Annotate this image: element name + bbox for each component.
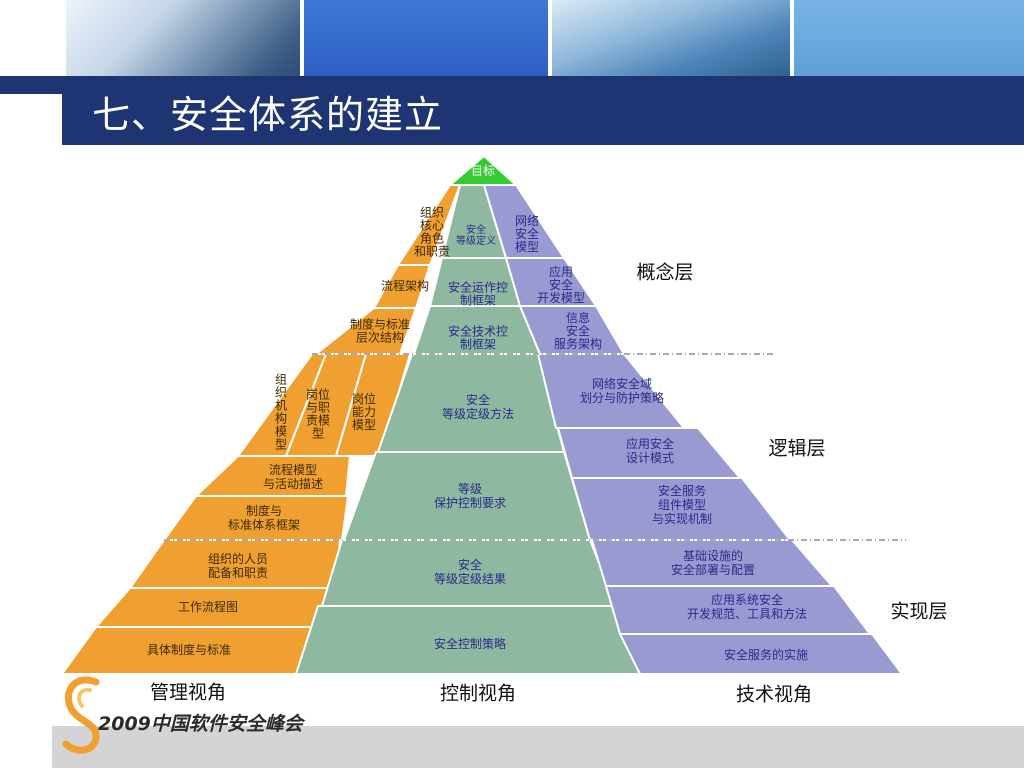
grading-method-label: 安全等级定级方法 [442, 392, 514, 421]
grading-result-label: 安全等级定级结果 [434, 557, 506, 586]
app-dev-standard-label: 应用系统安全开发规范、工具和方法 [687, 592, 807, 621]
header-banner [0, 0, 1024, 76]
service-impl-label: 安全服务的实施 [724, 647, 808, 662]
control-policy-label: 安全控制策略 [434, 636, 506, 651]
job-capability-model-label: 岗位能力模型 [352, 391, 376, 432]
layer-logic-label: 逻辑层 [768, 438, 825, 460]
policy-framework-label: 制度与标准体系框架 [228, 503, 300, 532]
footer-logo-text: 2009中国软件安全峰会 [98, 713, 303, 735]
staffing-label: 组织的人员配备和职责 [208, 551, 268, 580]
info-service-arch-label: 信息安全服务架构 [554, 310, 602, 351]
protection-req-label: 等级保护控制要求 [434, 482, 506, 510]
service-component-label: 安全服务组件模型与实现机制 [652, 483, 712, 526]
view-control-label: 控制视角 [440, 683, 516, 705]
page-title: 七、安全体系的建立 [92, 93, 444, 137]
network-security-model-label: 网络安全模型 [515, 213, 539, 254]
view-technical-label: 技术视角 [736, 684, 812, 706]
specific-policy-label: 具体制度与标准 [147, 642, 231, 657]
title-bar-accent [0, 76, 62, 94]
summit-goal-label: 目标 [471, 164, 495, 178]
banner-image-2 [66, 0, 300, 76]
level-definition-label: 安全等级定义 [456, 223, 496, 247]
view-management-label: 管理视角 [150, 682, 226, 704]
infra-deploy-label: 基础设施的安全部署与配置 [671, 548, 755, 577]
banner-image-3 [304, 0, 548, 76]
banner-image-4 [552, 0, 790, 76]
tech-segment-service-impl [618, 633, 904, 675]
policy-hierarchy-label: 制度与标准层次结构 [350, 317, 410, 345]
layer-impl-label: 实现层 [890, 601, 947, 623]
ops-framework-label: 安全运作控制框架 [448, 280, 508, 308]
process-model-label: 流程模型与活动描述 [263, 462, 323, 491]
tech-framework-label: 安全技术控制框架 [448, 324, 508, 352]
org-core-roles-label: 组织核心角色和职责 [414, 206, 450, 259]
job-duty-model-label: 岗位与职责模型 [306, 387, 330, 441]
workflow-label: 工作流程图 [178, 599, 238, 614]
logo-swirl-icon [62, 676, 100, 754]
banner-image-5 [794, 0, 1024, 76]
app-security-dev-model-label: 应用安全开发模型 [537, 264, 585, 305]
logo-swirl-inner-icon [77, 687, 92, 708]
org-structure-model-label: 组织机构模型 [275, 373, 287, 452]
app-design-pattern-label: 应用安全设计模式 [626, 436, 674, 465]
footer-bar [0, 726, 1024, 768]
title-bar [62, 76, 1024, 145]
network-domain-label: 网络安全域划分与防护策略 [580, 376, 664, 405]
summit-goal-triangle [447, 154, 519, 186]
banner-image-1 [0, 0, 62, 76]
footer-left-white [0, 726, 52, 768]
process-arch-label: 流程架构 [381, 278, 429, 293]
layer-concept-label: 概念层 [636, 261, 693, 284]
